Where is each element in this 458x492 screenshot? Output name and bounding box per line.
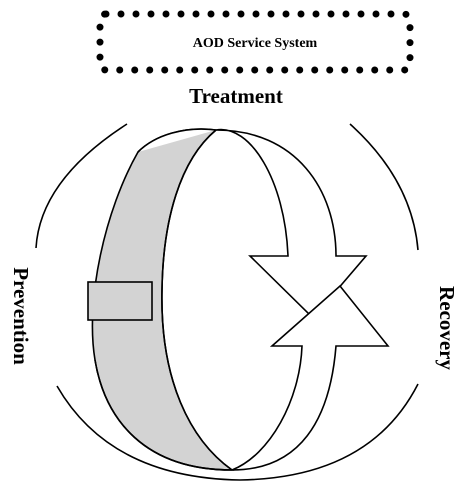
outer-arc-bottom xyxy=(56,383,419,481)
treatment-label: Treatment xyxy=(189,84,283,108)
title-box-border xyxy=(96,10,414,74)
band-clip-rect xyxy=(87,281,153,321)
loop-bottom-edge xyxy=(94,359,233,471)
upper-arrow xyxy=(137,128,368,320)
title-box-label: AOD Service System xyxy=(193,36,318,51)
loop-inner-edge xyxy=(161,129,233,471)
outer-arc-right xyxy=(349,123,419,251)
prevention-label: Prevention xyxy=(9,267,33,365)
outer-arc-left xyxy=(35,123,128,249)
recovery-label: Recovery xyxy=(435,286,458,370)
lower-arrow xyxy=(231,284,390,471)
